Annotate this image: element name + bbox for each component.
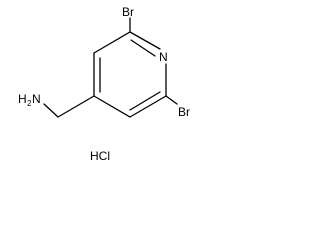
bond-c2-c3: [93, 31, 131, 54]
amine-hydrogen-label: H: [18, 92, 27, 106]
bromine-bottom-label: Br: [178, 105, 190, 119]
structural-formula: Br N Br H 2 N HCl: [18, 5, 190, 163]
bond-ch2-n: [43, 103, 59, 118]
bond-n-c2-inner: [130, 39, 156, 57]
bond-c5-c6-inner: [129, 91, 161, 111]
bond-n-c2: [129, 31, 161, 50]
bond-c4-ch2: [57, 95, 95, 118]
bond-c5-c6: [129, 95, 167, 118]
salt-label: HCl: [90, 149, 110, 163]
pyridine-ring: [93, 31, 167, 118]
bromine-top-label: Br: [122, 5, 134, 19]
nitrogen-label: N: [159, 50, 168, 64]
amine-nitrogen-label: N: [32, 92, 41, 106]
bond-c4-c5: [93, 95, 131, 118]
bond-c6-br: [165, 95, 178, 105]
amine-hydrogen-count: 2: [27, 99, 32, 108]
